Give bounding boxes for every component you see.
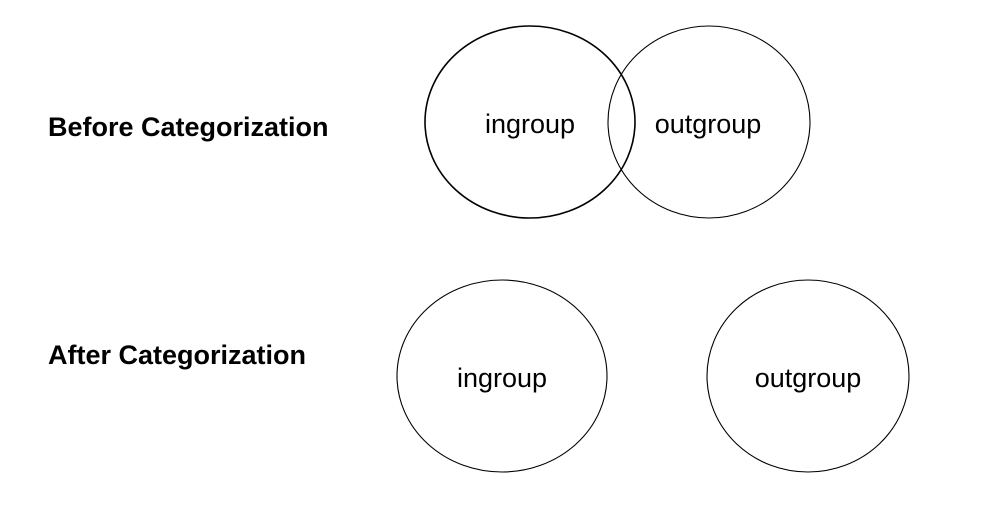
after-categorization-title: After Categorization: [48, 340, 306, 370]
before-outgroup-circle: [607, 25, 811, 219]
before-ingroup-circle: [424, 25, 636, 219]
after-ingroup-circle: [396, 279, 608, 473]
after-outgroup-circle: [706, 279, 910, 473]
after-ingroup-label: ingroup: [457, 363, 547, 393]
before-categorization-title: Before Categorization: [48, 112, 329, 142]
before-categorization-row: Before Categorization ingroup outgroup: [48, 25, 811, 219]
before-ingroup-label: ingroup: [485, 109, 575, 139]
after-outgroup-label: outgroup: [755, 363, 862, 393]
before-outgroup-label: outgroup: [655, 109, 762, 139]
after-categorization-row: After Categorization ingroup outgroup: [48, 279, 910, 473]
